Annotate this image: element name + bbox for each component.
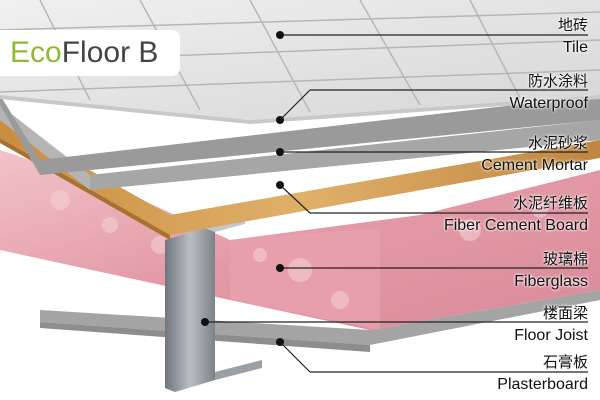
brand-eco: Eco (10, 36, 62, 69)
floor-joist (165, 228, 215, 392)
plasterboard-label-en: Plasterboard (497, 376, 588, 393)
waterproof-leader (279, 89, 311, 121)
waterproof-dot (276, 116, 284, 124)
leader-lines (205, 34, 588, 373)
brand-logo: EcoFloor B (0, 30, 180, 76)
fiberglass-label-en: Fiberglass (514, 273, 588, 290)
floor-joist-label-zh: 楼面梁 (542, 304, 588, 322)
board-dot (276, 181, 284, 189)
floor-joist-lower-flange (215, 360, 262, 380)
cement-mortar-label-zh: 水泥砂浆 (527, 134, 588, 152)
cement-mortar-front (90, 120, 600, 190)
fiber-cement-board-layer (0, 120, 600, 235)
leader-dots (201, 31, 284, 346)
waterproof-label-en: Waterproof (509, 95, 588, 112)
plaster-leader (279, 341, 311, 373)
tile-front-edge (0, 95, 600, 124)
plaster-dot (276, 338, 284, 346)
waterproof-layer (0, 95, 600, 175)
joist-dot (201, 318, 209, 326)
brand-rest: Floor B (61, 36, 159, 69)
fiberglass-label-zh: 玻璃棉 (542, 250, 588, 268)
fiberglass-dot (276, 264, 284, 272)
tile-dot (276, 31, 284, 39)
fiber-cement-board-label-en: Fiber Cement Board (443, 217, 588, 234)
plasterboard-label-zh: 石膏板 (542, 353, 588, 371)
cement-mortar-label-en: Cement Mortar (481, 157, 588, 174)
fiber-cement-board-label-zh: 水泥纤维板 (512, 194, 588, 212)
mortar-dot (276, 148, 284, 156)
board-leader (279, 184, 311, 214)
tile-label-en: Tile (562, 39, 588, 56)
waterproof-label-zh: 防水涂料 (527, 72, 588, 90)
fiberglass-texture (50, 190, 548, 309)
floor-joist-label-en: Floor Joist (514, 327, 588, 344)
tile-label-zh: 地砖 (557, 16, 588, 34)
